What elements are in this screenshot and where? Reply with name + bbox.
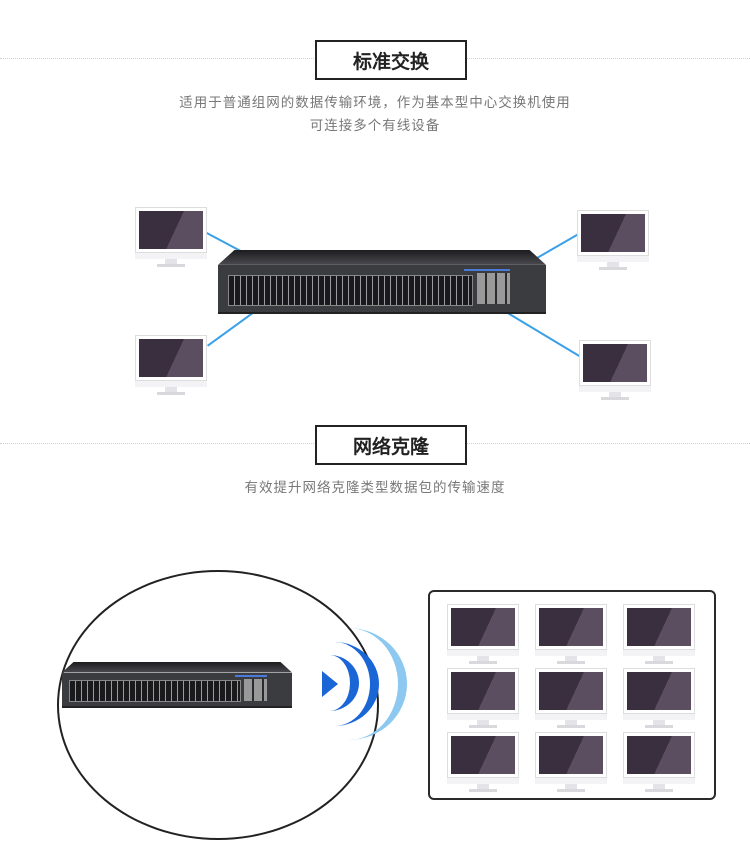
network-switch-image bbox=[218, 250, 546, 314]
desc-line: 可连接多个有线设备 bbox=[309, 118, 441, 134]
section-description: 有效提升网络克隆类型数据包的传输速度 bbox=[244, 480, 506, 496]
monitor-icon bbox=[623, 732, 695, 794]
monitor-icon bbox=[577, 210, 649, 272]
monitor-icon bbox=[579, 340, 651, 402]
monitor-icon bbox=[447, 668, 519, 730]
network-switch-image bbox=[62, 662, 292, 708]
monitor-icon bbox=[535, 604, 607, 666]
section-title-network-clone: 网络克隆 bbox=[315, 425, 467, 465]
link-line bbox=[506, 312, 586, 361]
monitor-icon bbox=[623, 604, 695, 666]
link-line bbox=[207, 309, 257, 347]
monitor-icon bbox=[447, 604, 519, 666]
desc-line: 适用于普通组网的数据传输环境，作为基本型中心交换机使用 bbox=[179, 95, 571, 111]
monitor-icon bbox=[447, 732, 519, 794]
monitor-icon bbox=[135, 335, 207, 397]
monitor-icon bbox=[135, 207, 207, 269]
monitor-icon bbox=[535, 732, 607, 794]
section-description: 适用于普通组网的数据传输环境，作为基本型中心交换机使用 可连接多个有线设备 bbox=[0, 92, 750, 138]
monitor-icon bbox=[623, 668, 695, 730]
section-title-standard-switching: 标准交换 bbox=[315, 40, 467, 80]
monitor-icon bbox=[535, 668, 607, 730]
